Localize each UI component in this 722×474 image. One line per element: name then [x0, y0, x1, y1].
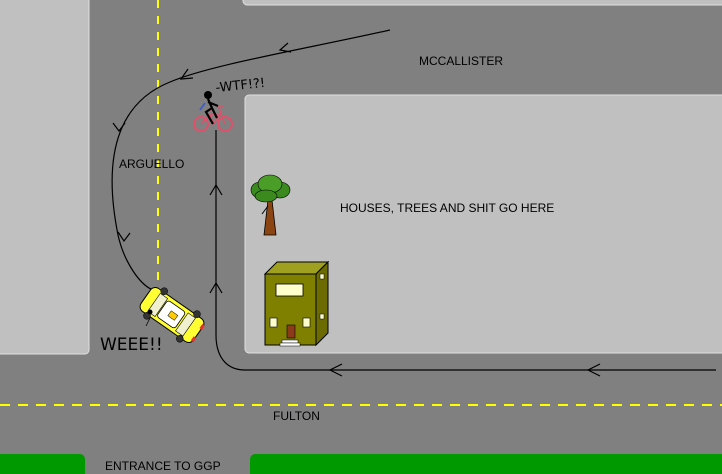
- taxi-icon: [139, 287, 205, 343]
- arrow-icon: [209, 183, 223, 196]
- arrow-icon: [117, 231, 131, 243]
- taxi-path: [111, 29, 391, 291]
- block-north: [242, 0, 722, 6]
- arrow-icon: [278, 42, 292, 53]
- park-entrance-label: ENTRANCE TO GGP: [105, 459, 221, 473]
- tree-icon: [250, 174, 291, 236]
- block-label: HOUSES, TREES AND SHIT GO HERE: [340, 201, 554, 215]
- car-debris: [145, 317, 151, 327]
- park-grass-right: [250, 454, 722, 474]
- arrow-icon: [586, 363, 601, 377]
- bicycle-path: [215, 130, 716, 371]
- building-icon: [263, 260, 330, 347]
- street-label-west: ARGUELLO: [119, 157, 184, 171]
- block-northwest: [0, 0, 90, 355]
- arrow-icon: [328, 363, 343, 377]
- cyclist-icon: [199, 91, 219, 125]
- car-debris: [147, 309, 153, 315]
- car-exclaim: WEEE!!: [100, 335, 163, 355]
- street-label-south: FULTON: [273, 409, 320, 423]
- cyclist-exclaim: -WTF!?!: [215, 76, 266, 96]
- street-label-north: MCCALLISTER: [419, 54, 503, 68]
- arrow-icon: [209, 281, 223, 294]
- park-grass-left: [0, 454, 85, 474]
- block-main: [244, 94, 722, 354]
- arrow-icon: [112, 122, 126, 132]
- arrow-icon: [179, 68, 194, 80]
